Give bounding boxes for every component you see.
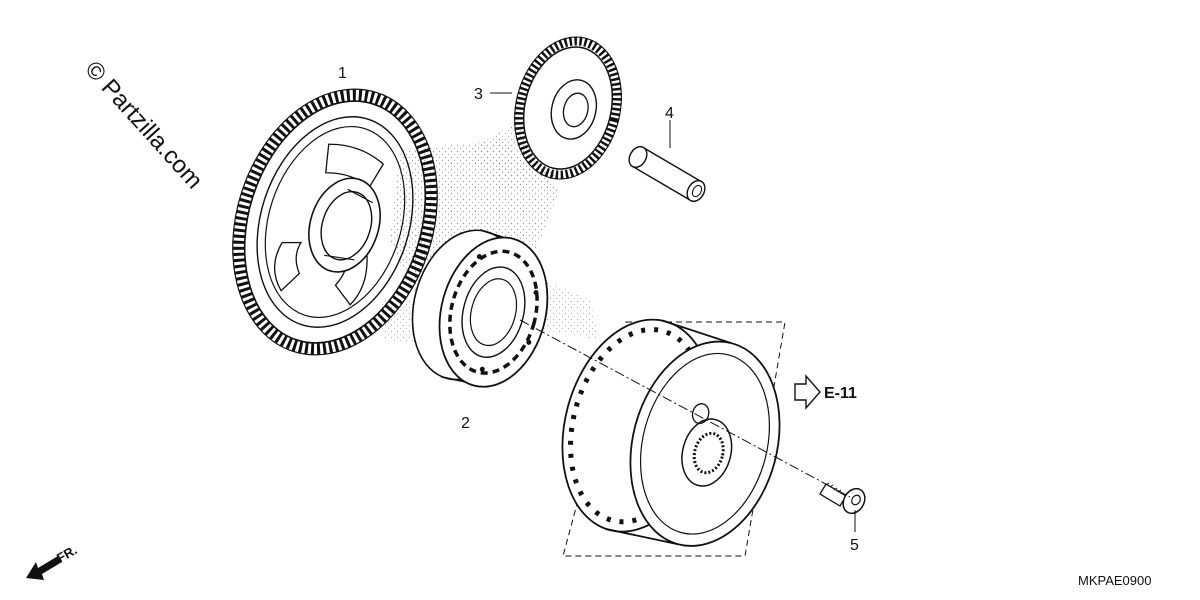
flange-bolt [819,482,866,515]
hollow-arrow-icon [794,374,821,410]
front-arrow-icon [26,556,62,580]
starter-clutch-assembly [411,229,549,388]
watermark: © Partzilla.com [80,56,208,194]
callout-3: 3 [474,86,483,103]
front-indicator: FR. [26,542,80,580]
callout-leaders [490,92,856,532]
idle-gear-shaft [628,145,706,203]
callout-2: 2 [461,415,470,432]
callout-1: 1 [338,65,347,82]
diagram-code: MKPAE0900 [1078,573,1151,588]
assembly-centerline [519,319,851,498]
reference-label: E-11 [824,385,857,402]
reference-arrow[interactable]: E-11 [794,374,857,410]
callout-4: 4 [665,105,674,122]
flywheel-assembly [561,318,786,557]
callout-5: 5 [850,537,859,554]
starter-idle-gear [514,36,622,180]
